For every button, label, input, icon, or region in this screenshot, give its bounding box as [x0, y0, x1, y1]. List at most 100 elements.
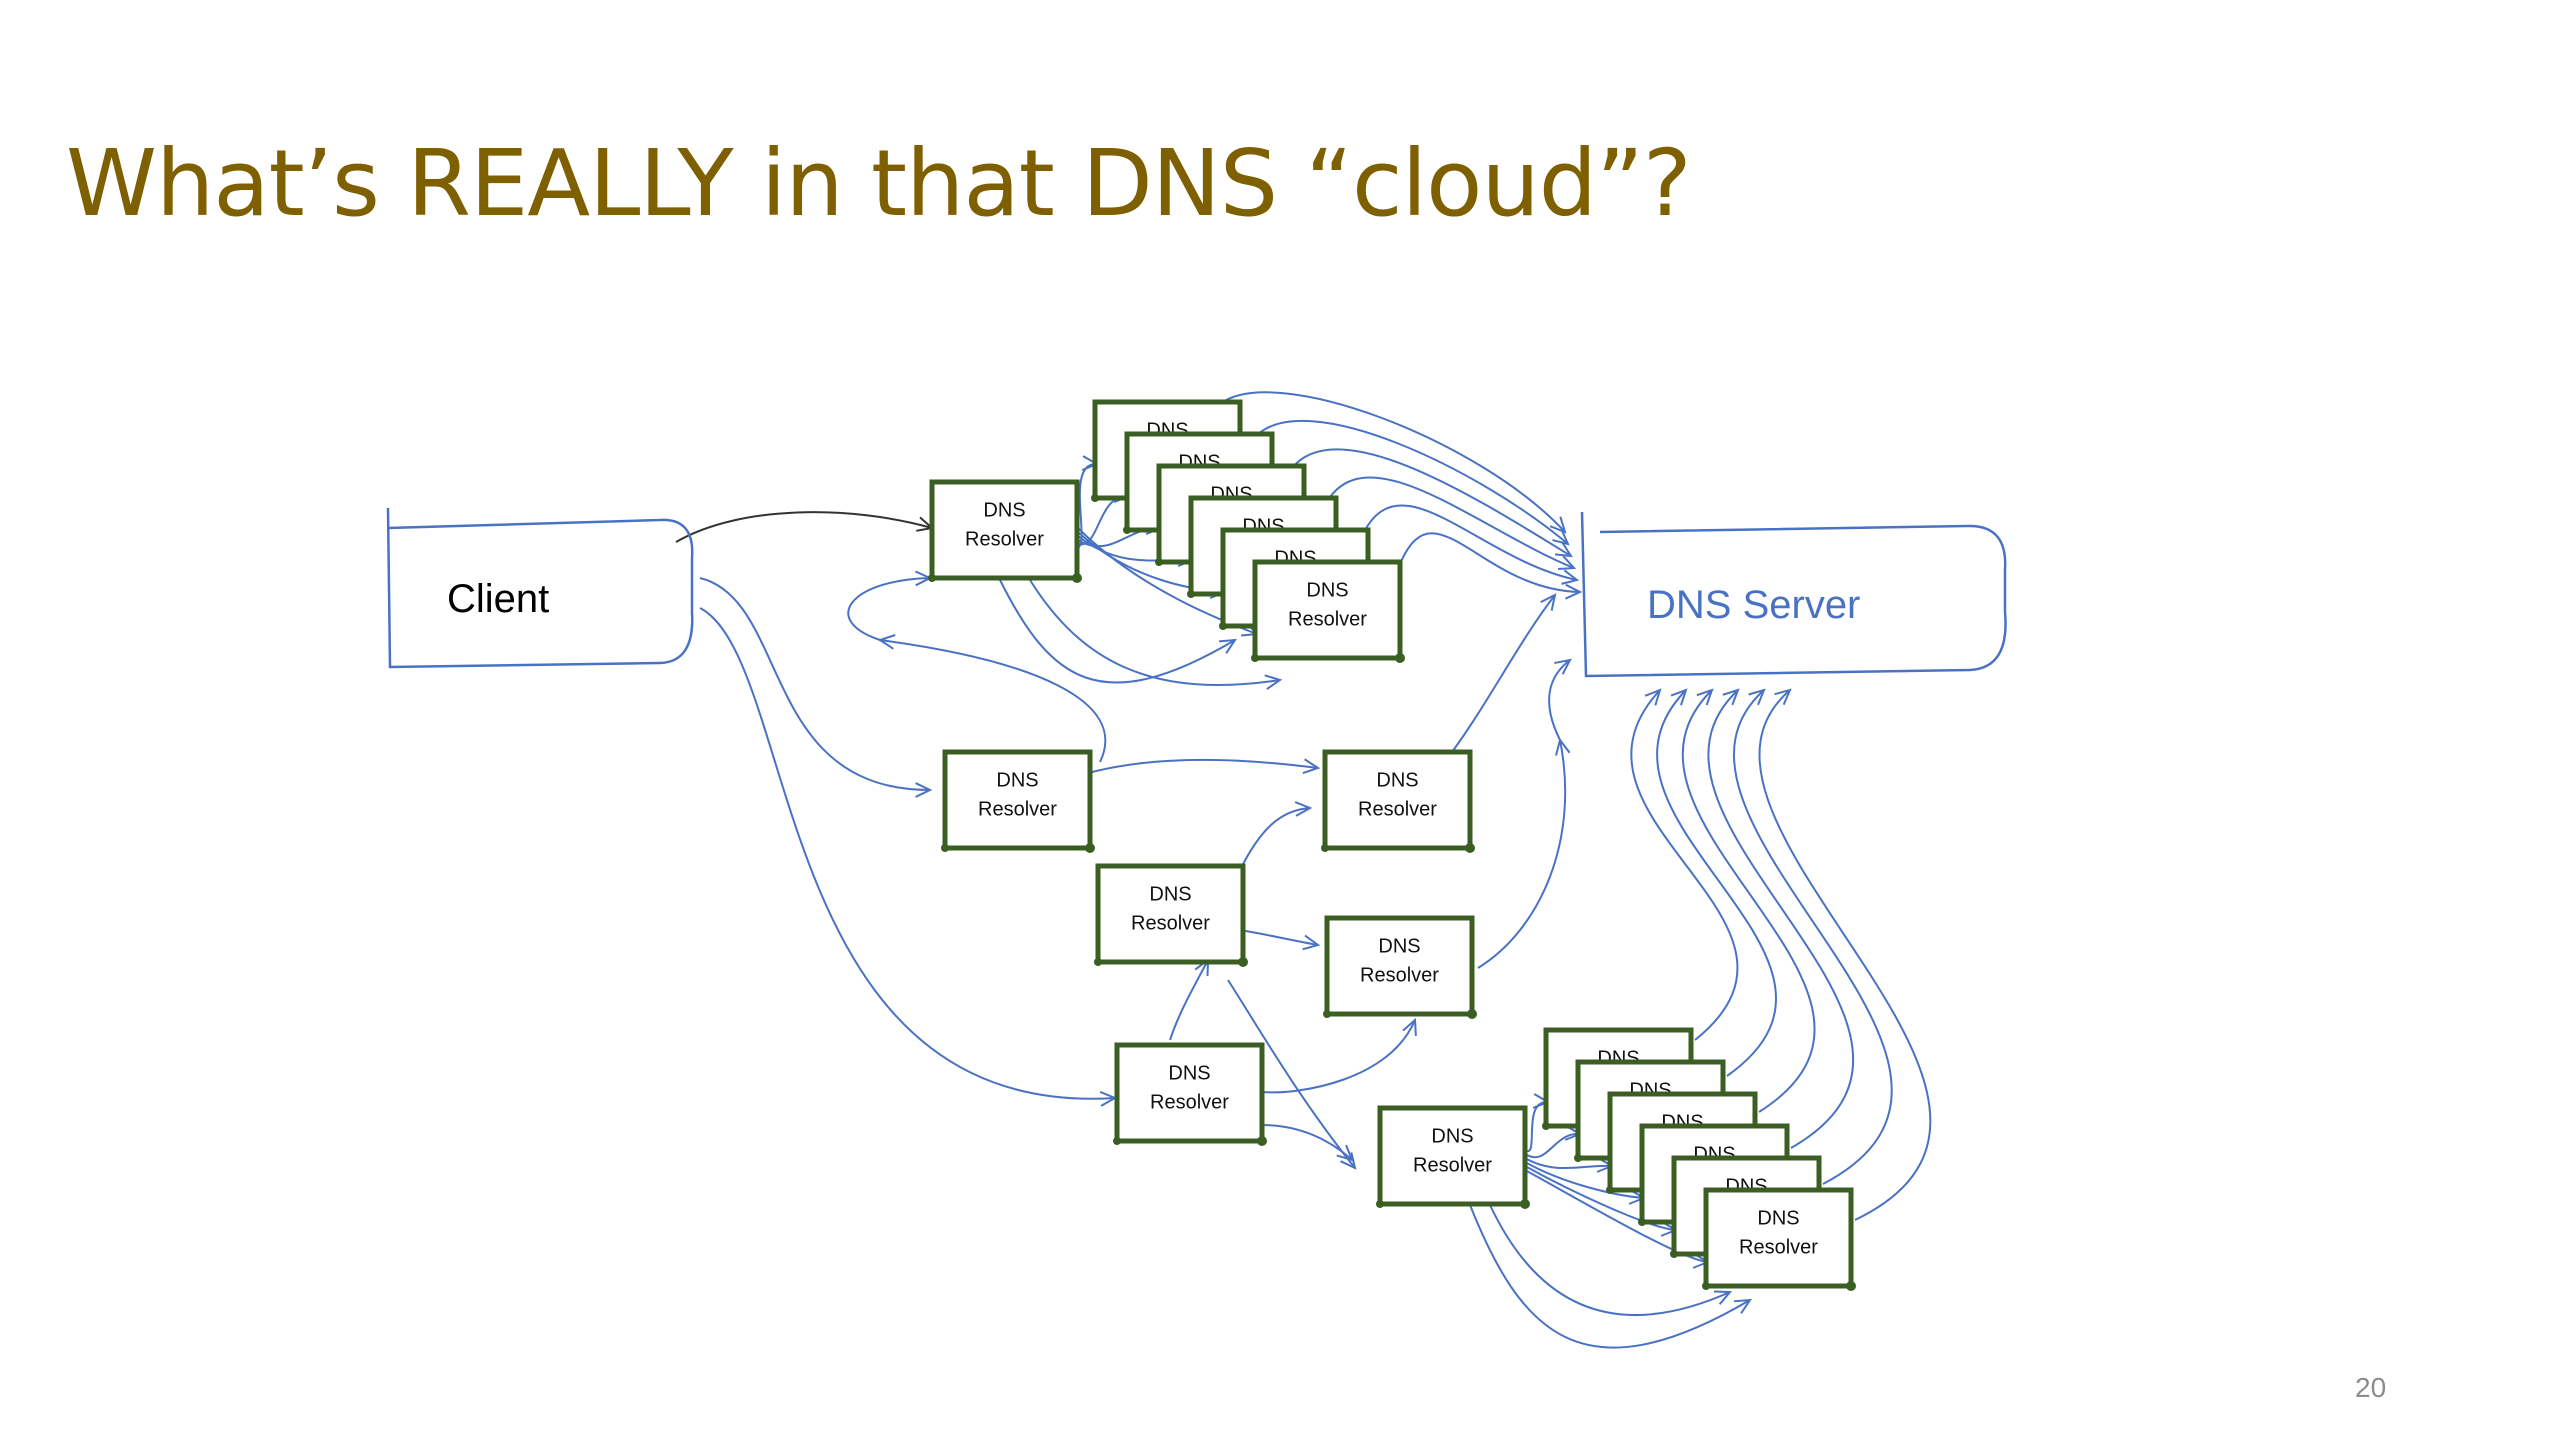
resolver-label-line1: DNS	[1757, 1208, 1799, 1230]
connection-arrow-head	[1218, 638, 1237, 654]
resolver-border	[1703, 1187, 1854, 1289]
connection-arrow	[1029, 579, 1281, 687]
resolver-label-line2: Resolver	[965, 528, 1044, 550]
resolver-corner-dot	[1187, 590, 1195, 598]
resolver-border	[942, 749, 1093, 851]
resolver-label-line2: Resolver	[1358, 798, 1437, 820]
connection-arrow-head	[1302, 758, 1321, 775]
resolver-border	[1377, 1105, 1528, 1207]
connection-arrow	[847, 577, 931, 641]
connection-arrow	[1451, 594, 1556, 753]
resolver-corner-dot	[1702, 1282, 1710, 1290]
connection-arrow-head	[1552, 528, 1570, 546]
connection-arrow-head	[1302, 934, 1321, 951]
connection-arrow	[699, 577, 931, 791]
resolver-border	[1095, 863, 1246, 965]
connection-arrow	[1758, 689, 1932, 1221]
resolver-border	[929, 479, 1080, 581]
connection-arrow	[1656, 689, 1777, 1077]
connection-arrow	[1524, 1132, 1581, 1159]
connection-arrow-head	[1774, 688, 1792, 706]
connection-arrow	[1399, 532, 1581, 593]
resolver-border	[1252, 559, 1403, 661]
resolver-corner-dot	[928, 574, 936, 582]
connection-arrow	[699, 607, 1116, 1100]
resolver-corner-dot	[1251, 654, 1259, 662]
resolvers-layer: DNSDNSDNSDNSDNSDNSResolverDNSResolverDNS…	[928, 399, 1856, 1291]
dns-resolver-box: DNS Resolver	[1321, 749, 1475, 853]
resolver-label-line1: DNS	[1378, 936, 1420, 958]
resolver-corner-dot	[1542, 1122, 1550, 1130]
connection-arrow-head	[1340, 1152, 1357, 1170]
resolver-corner-dot	[1465, 843, 1475, 853]
resolver-label-line1: DNS	[1431, 1126, 1473, 1148]
connection-arrow-head	[1264, 674, 1283, 690]
connection-arrow	[1548, 659, 1571, 741]
resolver-corner-dot	[941, 844, 949, 852]
connection-arrow	[1524, 1161, 1645, 1199]
connection-arrow	[1169, 959, 1209, 1041]
connection-arrow	[999, 579, 1236, 684]
resolver-border	[1114, 1042, 1265, 1144]
resolver-label-line1: DNS	[1149, 884, 1191, 906]
client-shape	[386, 507, 694, 669]
connection-arrow	[1261, 1019, 1416, 1094]
resolver-label-line1: DNS	[1168, 1063, 1210, 1085]
connection-arrow	[1255, 419, 1569, 545]
connection-arrow-head	[1722, 688, 1740, 706]
resolver-border	[1324, 915, 1475, 1017]
connection-arrow-head	[1696, 688, 1714, 706]
dns-resolver-box: DNS Resolver	[1251, 559, 1405, 663]
connection-arrow	[1524, 1157, 1613, 1170]
resolver-corner-dot	[1123, 526, 1131, 534]
connection-arrow	[1477, 739, 1567, 969]
connection-arrow	[1469, 1204, 1751, 1349]
resolver-border	[1322, 749, 1473, 851]
resolver-label-line1: DNS	[996, 770, 1038, 792]
connection-arrow-head	[1565, 583, 1583, 600]
resolver-corner-dot	[1323, 1010, 1331, 1018]
connection-arrow-head	[1549, 516, 1567, 534]
connection-arrow	[1077, 462, 1098, 549]
connection-arrow	[1707, 689, 1854, 1149]
connection-arrow	[1489, 1204, 1731, 1316]
resolver-label-line2: Resolver	[1413, 1154, 1492, 1176]
connection-arrow-head	[1644, 688, 1662, 706]
connection-arrow	[1077, 527, 1258, 635]
connection-arrow	[1261, 1124, 1353, 1161]
connection-arrow	[1239, 807, 1311, 871]
resolver-label-line2: Resolver	[978, 798, 1057, 820]
resolver-corner-dot	[1606, 1186, 1614, 1194]
connection-arrow-head	[1554, 658, 1572, 675]
connection-arrow-head	[1733, 1298, 1752, 1314]
dns-resolver-box: DNS Resolver	[1376, 1105, 1530, 1209]
connection-arrow-head	[1540, 593, 1557, 611]
resolver-label-line1: DNS	[1376, 770, 1418, 792]
resolver-corner-dot	[1085, 843, 1095, 853]
slide-title: What’s REALLY in that DNS “cloud”?	[66, 130, 1692, 237]
connection-arrow-head	[1554, 541, 1573, 558]
connection-arrow-head	[1561, 569, 1580, 585]
connection-arrow	[1733, 689, 1893, 1185]
connection-arrow-head	[1336, 1144, 1354, 1162]
resolver-label-line1: DNS	[1306, 580, 1348, 602]
resolver-corner-dot	[1846, 1281, 1856, 1291]
connection-arrow-head	[1670, 688, 1688, 706]
resolver-corner-dot	[1257, 1136, 1267, 1146]
dns-resolver-box: DNS Resolver	[928, 479, 1082, 583]
connection-arrow	[1091, 758, 1319, 773]
page-number: 20	[2355, 1372, 2387, 1403]
shapes-layer: Client DNS Server	[386, 507, 2007, 678]
dns-server-shape	[1580, 511, 2007, 678]
dns-resolver-box: DNS Resolver	[941, 749, 1095, 853]
connection-arrow-head	[1748, 688, 1766, 706]
resolver-corner-dot	[1395, 653, 1405, 663]
resolver-label-line2: Resolver	[1288, 608, 1367, 630]
connection-arrow	[1524, 1165, 1677, 1231]
resolver-corner-dot	[1219, 622, 1227, 630]
resolver-label-line2: Resolver	[1131, 912, 1210, 934]
resolver-label-line1: DNS	[983, 500, 1025, 522]
client-label: Client	[447, 577, 549, 621]
